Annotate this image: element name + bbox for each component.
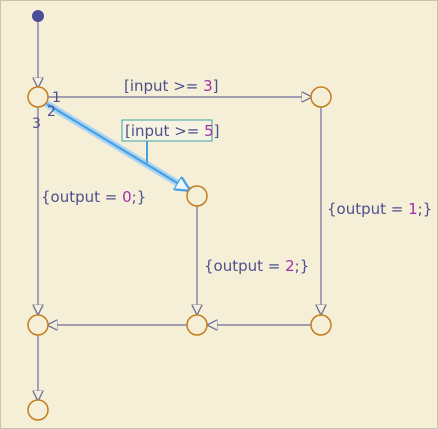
junction-bottom-left[interactable]	[27, 314, 49, 336]
label-output-0[interactable]: {output = 0;}	[41, 188, 146, 206]
junction-bottom-right[interactable]	[310, 314, 332, 336]
selected-label-box	[121, 119, 213, 142]
junction-terminal[interactable]	[27, 399, 49, 421]
label-input-ge-3[interactable]: [input >= 3]	[124, 77, 219, 95]
junction-top-right[interactable]	[310, 86, 332, 108]
junction-top-left[interactable]	[27, 86, 49, 108]
label-output-1[interactable]: {output = 1;}	[327, 200, 432, 218]
execution-order-2: 2	[47, 104, 56, 120]
junction-bottom-middle[interactable]	[186, 314, 208, 336]
label-output-2[interactable]: {output = 2;}	[204, 257, 309, 275]
default-transition-dot[interactable]	[32, 10, 44, 22]
execution-order-1: 1	[52, 90, 61, 106]
junction-middle[interactable]	[186, 185, 208, 207]
execution-order-3: 3	[32, 116, 41, 132]
transition-line-input-ge-5[interactable]	[46, 103, 189, 190]
label-input-ge-5[interactable]: [input >= 5]	[125, 122, 220, 140]
